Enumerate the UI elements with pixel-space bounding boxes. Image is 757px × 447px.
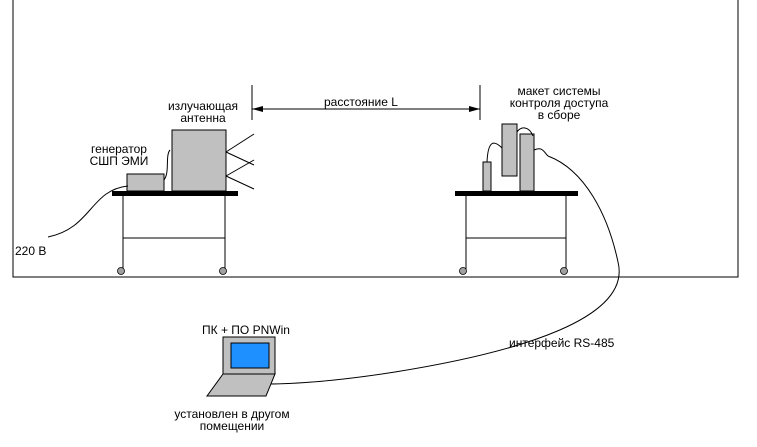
laptop <box>206 336 276 397</box>
generator-label: генератор СШП ЭМИ <box>84 143 154 167</box>
system-wiring <box>486 127 549 163</box>
right-table-wheel-1 <box>459 267 467 275</box>
location-label-line-2: помещении <box>199 419 265 433</box>
left-table-wheel-1 <box>117 267 125 275</box>
interface-label: интерфейс RS-485 <box>509 336 615 350</box>
generator-box <box>126 173 165 192</box>
system-reader <box>482 161 492 192</box>
antenna-box <box>171 129 227 192</box>
left-table <box>112 191 238 275</box>
antenna-label-line-1: излучающая <box>167 99 239 113</box>
system-label-line-1: макет системы <box>517 84 601 98</box>
system-label-line-2: контроля доступа <box>509 96 609 110</box>
system-label-line-3: в сборе <box>537 108 581 122</box>
antenna-label-line-2: антенна <box>180 111 226 125</box>
left-table-wheel-2 <box>219 267 227 275</box>
right-table-wheel-2 <box>560 267 568 275</box>
power-label: 220 В <box>15 244 47 258</box>
antenna-label: излучающая антенна <box>163 100 243 124</box>
system-unit <box>519 133 535 192</box>
generator-antenna-cable <box>163 149 171 181</box>
power-cable <box>47 185 129 238</box>
location-label-line-1: установлен в другом <box>174 407 290 421</box>
location-label: установлен в другом помещении <box>167 408 297 432</box>
distance-label: расстояние L <box>324 95 398 109</box>
distance-arrow <box>251 85 481 120</box>
generator-label-line-1: генератор <box>91 142 147 156</box>
generator-label-line-2: СШП ЭМИ <box>89 154 149 168</box>
system-label: макет системы контроля доступа в сборе <box>494 85 624 121</box>
antenna-elements <box>225 133 255 190</box>
system-controller <box>501 123 518 177</box>
rs485-cable <box>266 155 620 385</box>
pc-label: ПК + ПО PNWin <box>202 323 290 337</box>
room-outline <box>12 0 739 278</box>
right-table <box>455 191 578 275</box>
